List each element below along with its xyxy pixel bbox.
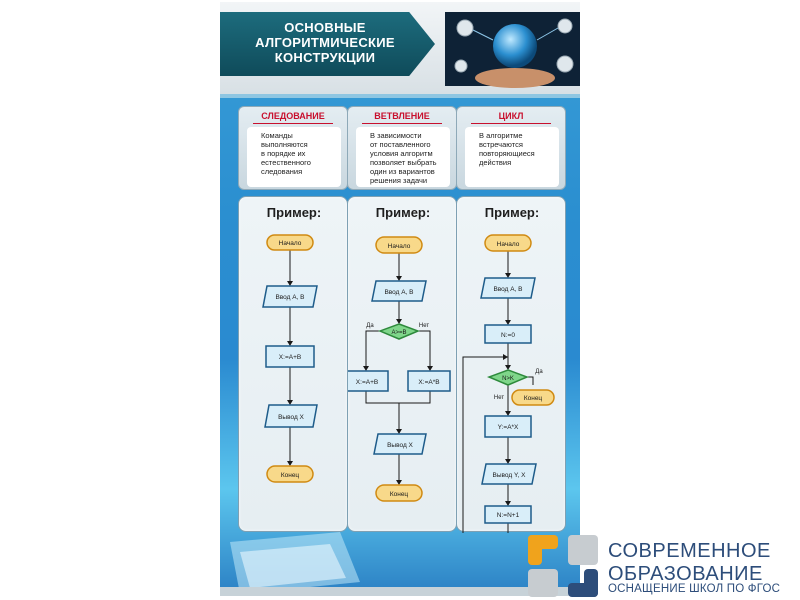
desc-line: естественного bbox=[261, 158, 311, 167]
node-label: Ввод A, B bbox=[493, 286, 522, 293]
node-label: Начало bbox=[497, 241, 520, 248]
node-label: Y:=A*X bbox=[498, 424, 519, 431]
desc-line: позволяет выбрать bbox=[370, 158, 437, 167]
column-body-loop: Начало Ввод A, B N:=0 N>K Конец Y:=A*X В… bbox=[456, 196, 566, 533]
desc-line: встречаются bbox=[479, 140, 523, 149]
node-label: Вывод X bbox=[387, 442, 413, 449]
brand-line: ОБРАЗОВАНИЕ bbox=[608, 563, 763, 585]
column-description: Команды выполняются в порядке их естеств… bbox=[247, 127, 341, 187]
node-label: Ввод A, B bbox=[275, 294, 304, 301]
desc-line: один из вариантов bbox=[370, 167, 435, 176]
terminal-start bbox=[266, 234, 314, 251]
desc-line: от поставленного bbox=[370, 140, 431, 149]
brand-line: СОВРЕМЕННОЕ bbox=[608, 540, 771, 562]
desc-line: следования bbox=[261, 167, 303, 176]
process-sum bbox=[348, 370, 389, 392]
terminal-end bbox=[266, 465, 314, 483]
io-input bbox=[262, 285, 318, 308]
node-label: Конец bbox=[281, 472, 300, 479]
node-label: N:=0 bbox=[501, 332, 515, 339]
example-heading: Пример: bbox=[266, 205, 322, 220]
node-label: Конец bbox=[524, 395, 543, 402]
column-body-branching: Начало Ввод A, B A>=B X:=A+B X:=A*B Выво… bbox=[347, 196, 457, 532]
column-header-loop: ЦИКЛ В алгоритме встречаются повторяющие… bbox=[456, 106, 566, 190]
process-assign bbox=[265, 345, 315, 368]
node-label: Начало bbox=[279, 240, 302, 247]
brand-tagline: ОСНАЩЕНИЕ ШКОЛ ПО ФГОС bbox=[608, 583, 781, 595]
node-label: N:=N+1 bbox=[497, 512, 520, 519]
column-tab: СЛЕДОВАНИЕ bbox=[253, 109, 333, 124]
node-label: X:=A+B bbox=[279, 354, 301, 361]
title-plate bbox=[220, 12, 435, 76]
laptop-illustration bbox=[230, 532, 360, 594]
desc-line: В алгоритме bbox=[479, 131, 523, 140]
column-description: В зависимости от поставленного условия а… bbox=[356, 127, 450, 187]
column-description: В алгоритме встречаются повторяющиеся де… bbox=[465, 127, 559, 187]
terminal-start bbox=[375, 236, 423, 254]
io-input bbox=[480, 277, 536, 299]
node-label: Ввод A, B bbox=[384, 289, 413, 296]
flowchart-branching: Начало Ввод A, B A>=B X:=A+B X:=A*B Выво… bbox=[348, 236, 451, 502]
title-line: КОНСТРУКЦИИ bbox=[274, 50, 376, 65]
terminal-start bbox=[484, 234, 532, 252]
globe-hand-illustration bbox=[445, 12, 580, 88]
example-heading: Пример: bbox=[484, 205, 540, 220]
brand-mark-icon bbox=[528, 535, 598, 597]
title-line: ОСНОВНЫЕ bbox=[284, 20, 366, 35]
flowchart-loop: Начало Ввод A, B N:=0 N>K Конец Y:=A*X В… bbox=[462, 234, 555, 533]
decision-diamond bbox=[377, 323, 421, 340]
node-label: X:=A+B bbox=[356, 379, 378, 386]
process-compute bbox=[484, 415, 532, 438]
column-body-sequence: Начало Ввод A, B X:=A+B Вывод X Конец Пр… bbox=[238, 196, 348, 532]
example-heading: Пример: bbox=[375, 205, 431, 220]
column-header-branching: ВЕТВЛЕНИЕ В зависимости от поставленного… bbox=[347, 106, 457, 190]
node-label: Конец bbox=[390, 491, 409, 498]
poster-title: ОСНОВНЫЕ АЛГОРИТМИЧЕСКИЕ КОНСТРУКЦИИ bbox=[250, 20, 400, 65]
brand-logo: СОВРЕМЕННОЕ ОБРАЗОВАНИЕ ОСНАЩЕНИЕ ШКОЛ П… bbox=[528, 535, 800, 597]
yes-label: Да bbox=[366, 323, 374, 329]
node-label: Вывод X bbox=[278, 414, 304, 421]
node-label: Вывод Y, X bbox=[493, 472, 527, 479]
yes-label: Да bbox=[535, 369, 543, 375]
terminal-end bbox=[511, 389, 555, 406]
column-tab: ВЕТВЛЕНИЕ bbox=[362, 109, 442, 124]
desc-line: повторяющиеся bbox=[479, 149, 535, 158]
io-output bbox=[481, 463, 537, 485]
desc-line: Команды bbox=[261, 131, 293, 140]
node-label: A>=B bbox=[391, 330, 406, 336]
header-stripe bbox=[220, 94, 580, 98]
node-label: Начало bbox=[388, 243, 411, 250]
desc-line: выполняются bbox=[261, 140, 308, 149]
io-input bbox=[371, 280, 427, 302]
desc-line: В зависимости bbox=[370, 131, 422, 140]
poster: ОСНОВНЫЕ АЛГОРИТМИЧЕСКИЕ КОНСТРУКЦИИ СЛЕ… bbox=[220, 2, 580, 596]
no-label: Нет bbox=[419, 323, 429, 329]
title-line: АЛГОРИТМИЧЕСКИЕ bbox=[255, 35, 395, 50]
flowchart-sequence: Начало Ввод A, B X:=A+B Вывод X Конец bbox=[262, 234, 318, 483]
desc-line: действия bbox=[479, 158, 512, 167]
io-output bbox=[264, 404, 318, 428]
footer-stripe bbox=[220, 587, 580, 596]
process-init bbox=[484, 324, 532, 344]
desc-line: условия алгоритм bbox=[370, 149, 433, 158]
decision-diamond bbox=[486, 369, 530, 386]
node-label: N>K bbox=[502, 376, 514, 382]
column-header-sequence: СЛЕДОВАНИЕ Команды выполняются в порядке… bbox=[238, 106, 348, 190]
desc-line: решения задачи bbox=[370, 176, 428, 185]
column-tab: ЦИКЛ bbox=[471, 109, 551, 124]
desc-line: в порядке их bbox=[261, 149, 306, 158]
io-output bbox=[373, 433, 427, 455]
process-increment bbox=[484, 505, 532, 524]
node-label: X:=A*B bbox=[418, 379, 439, 386]
no-label: Нет bbox=[494, 395, 504, 401]
terminal-end bbox=[375, 484, 423, 502]
process-product bbox=[407, 370, 451, 392]
